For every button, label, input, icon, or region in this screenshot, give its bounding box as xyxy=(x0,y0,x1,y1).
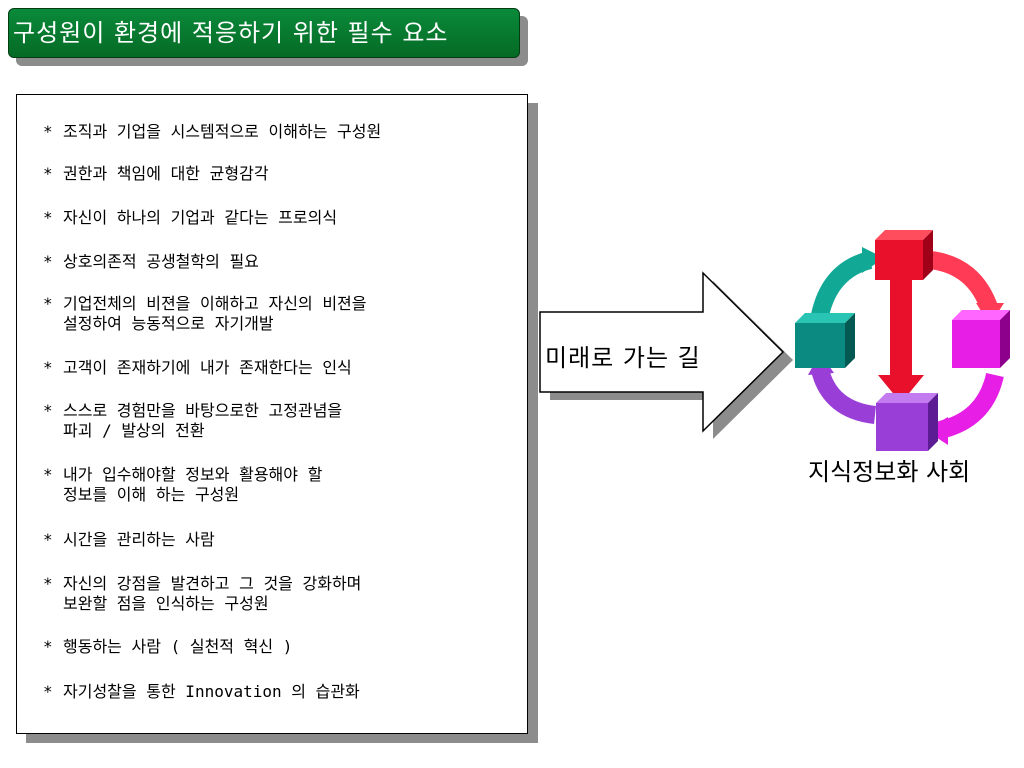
list-item-text: 기업전체의 비젼을 이해하고 자신의 비젼을 설정하여 능동적으로 자기개발 xyxy=(63,294,367,333)
list-item: * 자기성찰을 통한 Innovation 의 습관화 xyxy=(43,682,513,702)
requirements-list-box: * 조직과 기업을 시스템적으로 이해하는 구성원 * 권한과 책임에 대한 균형감… xyxy=(16,94,528,734)
cycle-arrow-red xyxy=(928,251,999,314)
bullet: * xyxy=(43,637,53,656)
bullet: * xyxy=(43,252,53,271)
bullet: * xyxy=(43,294,53,313)
list-item: * 행동하는 사람 ( 실천적 혁신 ) xyxy=(43,637,513,657)
cycle-arrow-magenta xyxy=(937,372,1004,439)
list-item: * 자신이 하나의 기업과 같다는 프로의식 xyxy=(43,208,513,228)
list-item: * 내가 입수해야할 정보와 활용해야 할 정보를 이해 하는 구성원 xyxy=(43,465,513,505)
cycle-diagram xyxy=(795,230,1010,451)
bullet: * xyxy=(43,682,53,701)
bullet: * xyxy=(43,574,53,593)
cube-purple xyxy=(876,393,938,451)
cube-magenta xyxy=(952,310,1010,368)
list-item: * 스스로 경험만을 바탕으로한 고정관념을 파괴 / 발상의 전환 xyxy=(43,401,513,441)
arrow-shape xyxy=(539,271,793,439)
future-arrow: 미래로 가는 길 xyxy=(535,270,800,445)
bullet: * xyxy=(43,530,53,549)
list-item-text: 자기성찰을 통한 Innovation 의 습관화 xyxy=(63,682,360,701)
list-item-text: 권한과 책임에 대한 균형감각 xyxy=(63,164,269,183)
list-item: * 기업전체의 비젼을 이해하고 자신의 비젼을 설정하여 능동적으로 자기개발 xyxy=(43,294,513,334)
list-item-text: 고객이 존재하기에 내가 존재한다는 인식 xyxy=(63,358,352,377)
page-title: 구성원이 환경에 적응하기 위한 필수 요소 xyxy=(8,8,520,58)
cycle-arrow-purple xyxy=(811,367,877,424)
list-item-text: 자신의 강점을 발견하고 그 것을 강화하며 보완할 점을 인식하는 구성원 xyxy=(63,574,362,613)
list-item: * 조직과 기업을 시스템적으로 이해하는 구성원 xyxy=(43,122,513,142)
list-item-text: 자신이 하나의 기업과 같다는 프로의식 xyxy=(63,208,338,227)
center-arrowhead xyxy=(878,375,924,403)
center-arrow-shaft xyxy=(890,265,912,380)
bullet: * xyxy=(43,358,53,377)
list-item-text: 스스로 경험만을 바탕으로한 고정관념을 파괴 / 발상의 전환 xyxy=(63,401,343,440)
cube-red xyxy=(875,230,933,280)
cube-teal xyxy=(795,313,855,368)
arrow-label: 미래로 가는 길 xyxy=(545,344,701,372)
cycle-arrowhead-teal xyxy=(862,247,884,273)
bullet: * xyxy=(43,208,53,227)
list-item: * 상호의존적 공생철학의 필요 xyxy=(43,252,513,272)
bullet: * xyxy=(43,164,53,183)
list-item-text: 조직과 기업을 시스템적으로 이해하는 구성원 xyxy=(63,122,382,141)
bullet: * xyxy=(43,465,53,484)
list-item: * 시간을 관리하는 사람 xyxy=(43,530,513,550)
bullet: * xyxy=(43,122,53,141)
list-item: * 권한과 책임에 대한 균형감각 xyxy=(43,164,513,184)
list-item-text: 상호의존적 공생철학의 필요 xyxy=(63,252,259,271)
list-item: * 고객이 존재하기에 내가 존재한다는 인식 xyxy=(43,358,513,378)
cycle-caption: 지식정보화 사회 xyxy=(808,458,971,486)
list-item-text: 내가 입수해야할 정보와 활용해야 할 정보를 이해 하는 구성원 xyxy=(63,465,323,504)
list-item: * 자신의 강점을 발견하고 그 것을 강화하며 보완할 점을 인식하는 구성원 xyxy=(43,574,513,614)
list-item-text: 시간을 관리하는 사람 xyxy=(63,530,215,549)
list-item-text: 행동하는 사람 ( 실천적 혁신 ) xyxy=(63,637,293,656)
bullet: * xyxy=(43,401,53,420)
